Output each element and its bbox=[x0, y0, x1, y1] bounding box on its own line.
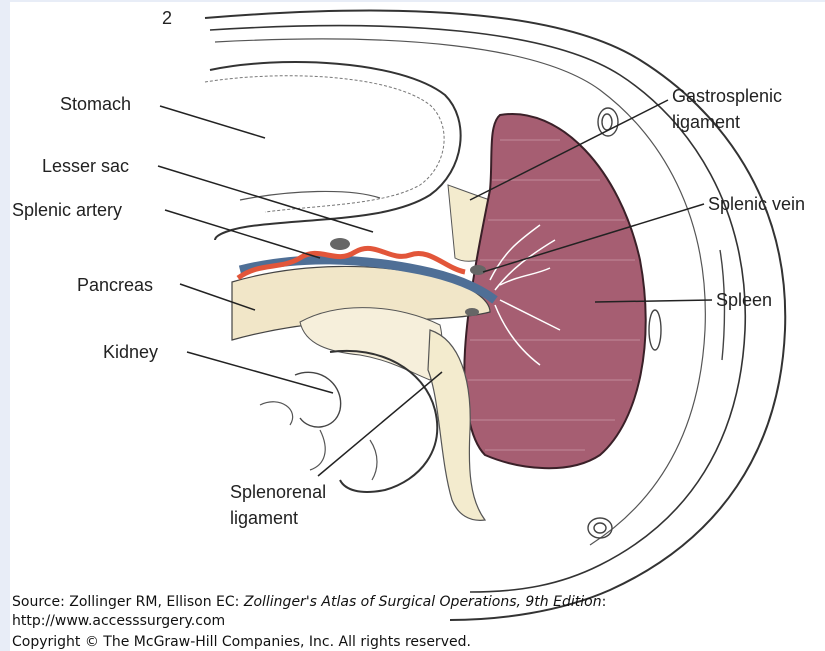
label-splenic-vein: Splenic vein bbox=[708, 194, 805, 214]
label-kidney: Kidney bbox=[103, 342, 158, 362]
copyright-notice: Copyright © The McGraw-Hill Companies, I… bbox=[12, 634, 471, 650]
label-splenorenal-line1: Splenorenal bbox=[230, 482, 326, 502]
label-pancreas: Pancreas bbox=[77, 275, 153, 295]
lymph-node bbox=[470, 265, 486, 275]
source-suffix: : bbox=[602, 594, 607, 610]
source-url[interactable]: http://www.accesssurgery.com bbox=[12, 613, 225, 629]
label-splenic-artery: Splenic artery bbox=[12, 200, 122, 220]
label-gastrosplenic-line1: Gastrosplenic bbox=[672, 86, 782, 106]
label-splenorenal-line2: ligament bbox=[230, 508, 298, 528]
label-gastrosplenic-line2: ligament bbox=[672, 112, 740, 132]
source-title: Zollinger's Atlas of Surgical Operations… bbox=[244, 594, 602, 610]
source-prefix: Source: Zollinger RM, Ellison EC: bbox=[12, 594, 244, 610]
lymph-node bbox=[465, 308, 479, 316]
lymph-node bbox=[330, 238, 350, 250]
figure-number: 2 bbox=[162, 8, 172, 28]
source-citation: Source: Zollinger RM, Ellison EC: Zollin… bbox=[12, 594, 606, 610]
label-stomach: Stomach bbox=[60, 94, 131, 114]
label-lesser-sac: Lesser sac bbox=[42, 156, 129, 176]
label-spleen: Spleen bbox=[716, 290, 772, 310]
